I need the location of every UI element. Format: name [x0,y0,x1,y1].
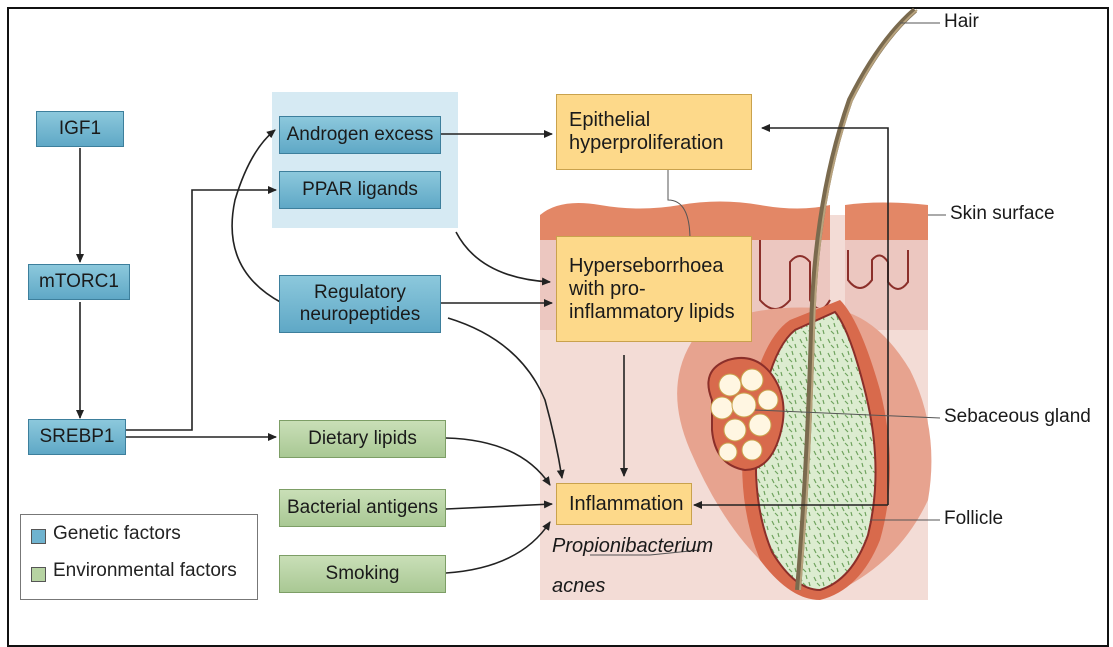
inflammation-label: Inflammation [569,493,684,516]
inflammation-box: Inflammation [556,483,692,525]
mtorc1-label: mTORC1 [39,271,119,293]
sebaceous-gland-label: Sebaceous gland [944,406,1091,428]
ppar-ligands-box: PPAR ligands [279,171,441,209]
androgen-excess-box: Androgen excess [279,116,441,154]
legend-environmental-label: Environmental factors [53,560,237,582]
hyper-label-line1: Hyperseborrhoea [569,255,735,278]
mtorc1-box: mTORC1 [28,264,130,300]
dietary-lipids-label: Dietary lipids [308,428,417,450]
igf1-label: IGF1 [59,118,101,140]
ppar-ligands-label: PPAR ligands [302,179,418,201]
hyper-label-line3: inflammatory lipids [569,301,735,324]
acnes-label: acnes [552,575,605,598]
follicle-label: Follicle [944,508,1003,530]
dietary-lipids-box: Dietary lipids [279,420,446,458]
epithelial-label-line2: hyperproliferation [569,132,724,155]
hyper-label-line2: with pro- [569,278,735,301]
srebp1-box: SREBP1 [28,419,126,455]
skin-surface-label: Skin surface [950,203,1055,225]
genetic-swatch [31,529,46,544]
neuropeptides-label-line1: Regulatory [314,282,406,304]
smoking-box: Smoking [279,555,446,593]
legend-genetic-label: Genetic factors [53,523,181,545]
environmental-swatch [31,567,46,582]
smoking-label: Smoking [326,563,400,585]
igf1-box: IGF1 [36,111,124,147]
legend: Genetic factors Environmental factors [20,514,258,600]
propionibacterium-label: Propionibacterium [552,535,713,558]
epithelial-label-line1: Epithelial [569,109,724,132]
bacterial-antigens-label: Bacterial antigens [287,497,438,519]
bacterial-antigens-box: Bacterial antigens [279,489,446,527]
regulatory-neuropeptides-box: Regulatory neuropeptides [279,275,441,333]
neuropeptides-label-line2: neuropeptides [300,304,420,326]
srebp1-label: SREBP1 [40,426,115,448]
hair-label: Hair [944,11,979,33]
androgen-excess-label: Androgen excess [287,124,434,146]
